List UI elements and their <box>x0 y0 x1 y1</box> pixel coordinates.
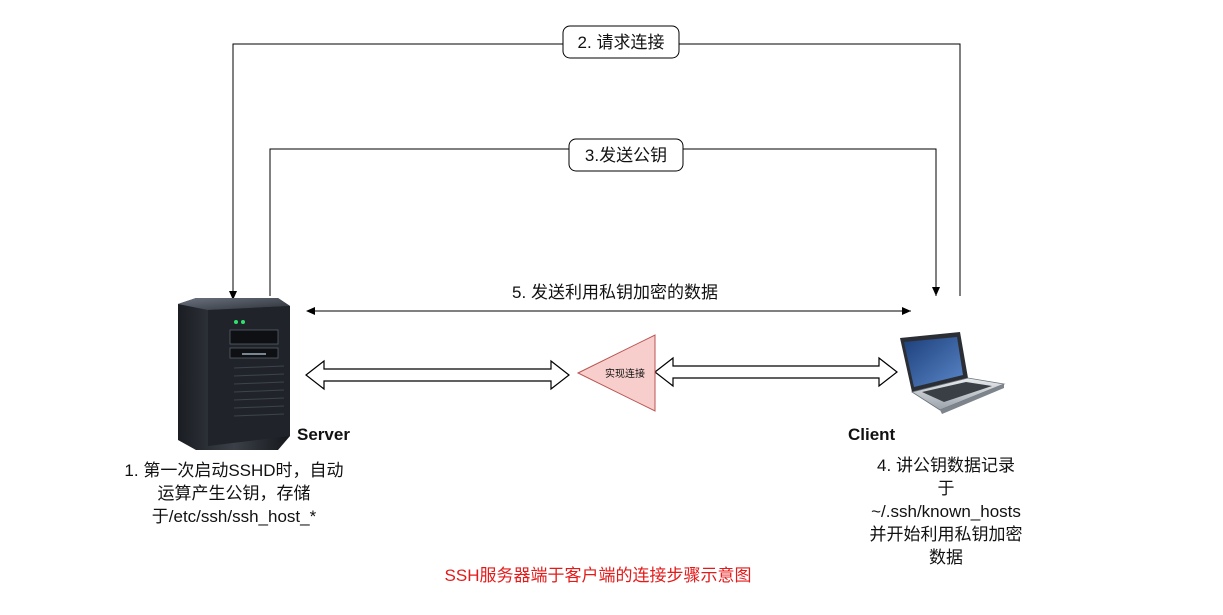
request-edge-line <box>229 43 961 300</box>
request-edge-label-box <box>562 25 680 59</box>
server-label: Server <box>297 425 350 444</box>
request-edge-label: 2. 请求连接 <box>578 33 665 52</box>
client-note-line: 并开始利用私钥加密 <box>870 525 1023 544</box>
client-note-line: 于 <box>938 479 955 498</box>
client-note-line: ~/.ssh/known_hosts <box>871 502 1021 521</box>
client-note-line: 4. 讲公钥数据记录 <box>877 456 1015 475</box>
client-note: 4. 讲公钥数据记录 于 ~/.ssh/known_hosts 并开始利用私钥加… <box>870 456 1023 567</box>
laptop-icon <box>900 332 1006 414</box>
client-connection-double-arrow <box>654 356 898 388</box>
server-note-line: 1. 第一次启动SSHD时，自动 <box>124 461 343 480</box>
encrypted-data-edge-label: 5. 发送利用私钥加密的数据 <box>512 283 718 302</box>
server-icon <box>178 298 290 450</box>
server-note-line: 于/etc/ssh/ssh_host_* <box>152 507 317 526</box>
connection-label: 实现连接 <box>605 367 645 380</box>
diagram-caption: SSH服务器端于客户端的连接步骤示意图 <box>445 566 752 585</box>
server-note: 1. 第一次启动SSHD时，自动 运算产生公钥，存储 于/etc/ssh/ssh… <box>124 461 343 526</box>
client-note-line: 数据 <box>929 548 963 567</box>
server-connection-double-arrow <box>305 359 570 391</box>
server-note-line: 运算产生公钥，存储 <box>158 484 311 503</box>
public-key-edge-label-box <box>568 138 684 172</box>
public-key-edge-label: 3.发送公钥 <box>585 146 667 165</box>
connection-triangle <box>576 334 656 412</box>
client-label: Client <box>848 425 896 444</box>
